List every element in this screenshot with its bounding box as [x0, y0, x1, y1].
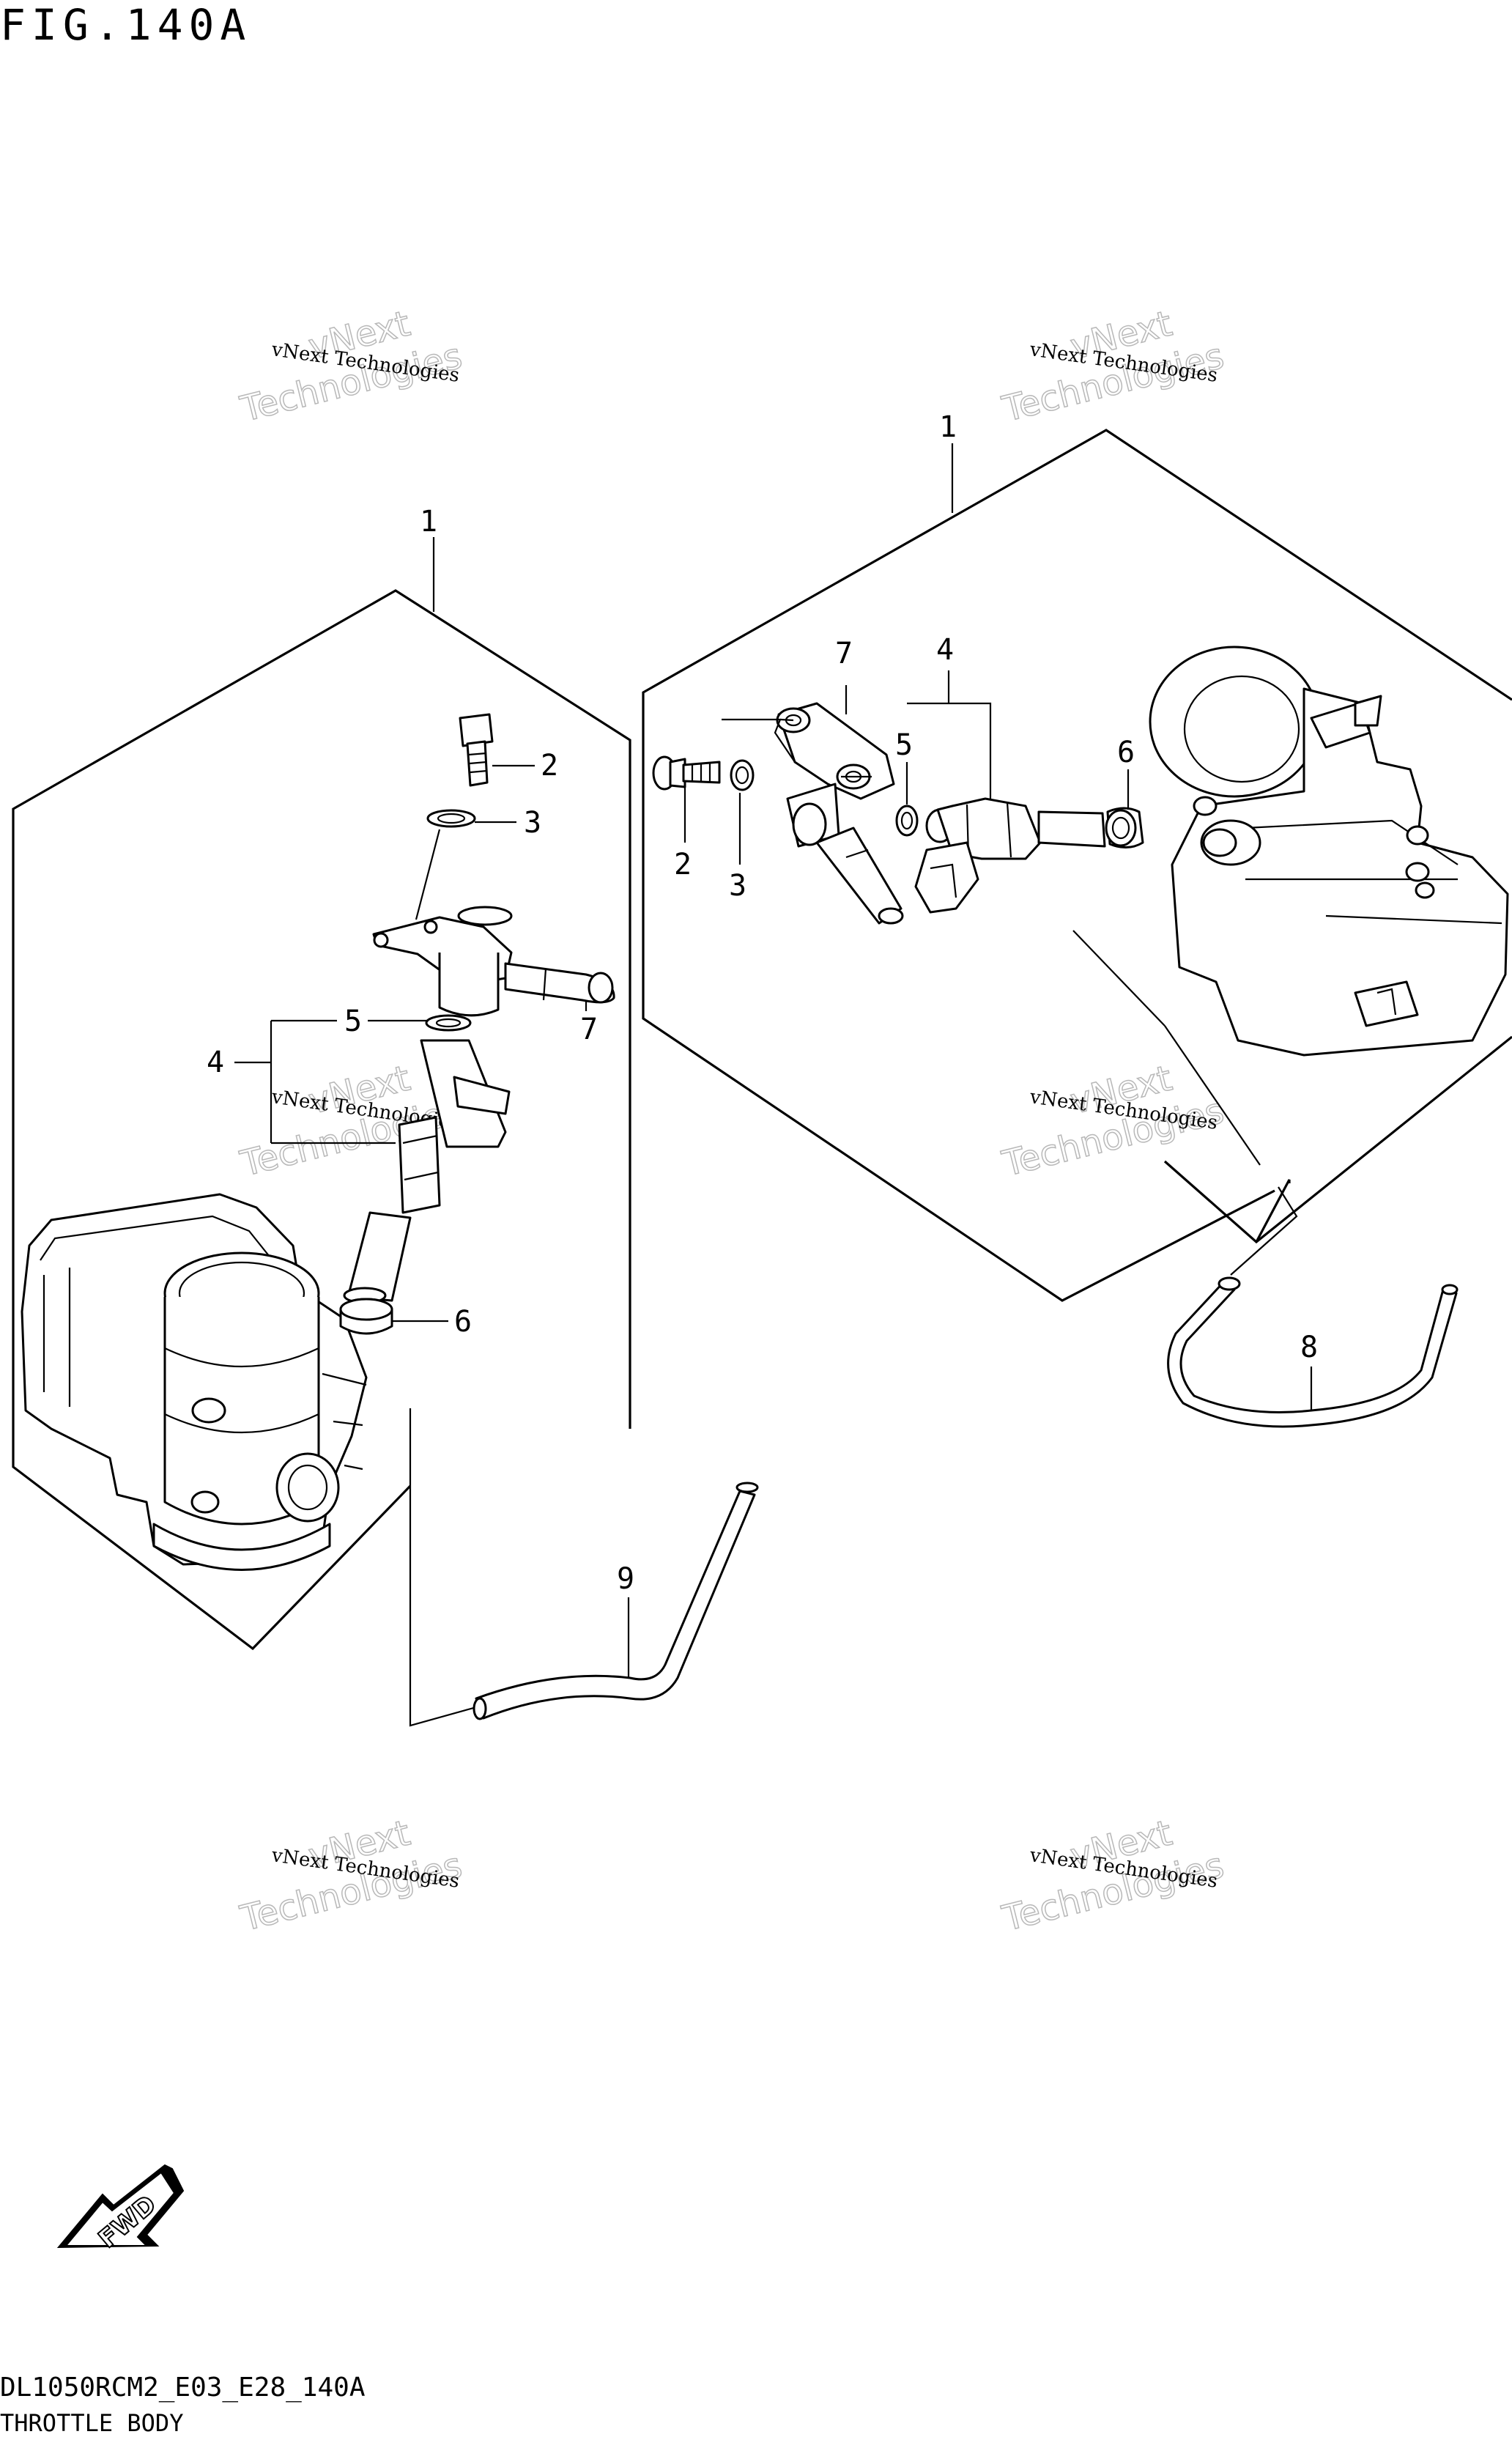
callout-left-pipe: 7: [580, 1013, 598, 1046]
left-washer: 3: [415, 806, 541, 920]
callout-right-assembly: 1: [939, 410, 957, 444]
watermark: Technologies vNext vNext Technologies Te…: [236, 303, 1228, 1940]
callout-right-cushion: 6: [1117, 736, 1135, 769]
left-fuel-pipe: 7: [372, 906, 615, 1046]
callout-right-oring: 5: [895, 728, 913, 762]
left-throttle-body: [21, 1193, 368, 1571]
callout-right-pipe: 7: [835, 637, 853, 670]
model-code: DL1050RCM2_E03_E28_140A: [0, 2373, 366, 2403]
left-cushion: 6: [339, 1298, 472, 1339]
right-fuel-pipe: 7: [722, 637, 904, 925]
left-injector: 5 4: [207, 1005, 511, 1304]
right-hose: 8: [1167, 1186, 1459, 1428]
callout-left-assembly: 1: [420, 505, 437, 539]
callout-right-washer: 3: [729, 869, 746, 903]
right-screw: 2: [652, 755, 721, 881]
callout-left-hose: 9: [617, 1562, 634, 1596]
left-assembly-frame: 1: [12, 505, 631, 1651]
left-screw: 2: [459, 713, 558, 787]
callout-left-cushion: 6: [454, 1305, 472, 1339]
callout-left-oring: 5: [344, 1005, 362, 1038]
callout-right-screw: 2: [674, 848, 692, 881]
right-assembly-frame: 1: [642, 410, 1512, 1302]
figure-title: FIG.140A: [0, 0, 252, 50]
left-hose: 9: [409, 1408, 759, 1727]
callout-right-injector: 4: [936, 633, 954, 667]
right-cushion: 6: [1105, 736, 1144, 848]
right-washer: 3: [729, 759, 755, 903]
right-injector: 5 4: [895, 633, 1106, 914]
right-throttle-body: [1149, 646, 1509, 1057]
callout-left-washer: 3: [524, 806, 541, 840]
figure-caption: THROTTLE BODY: [0, 2409, 184, 2437]
fwd-arrow-icon: FWD: [56, 2164, 185, 2255]
callout-left-screw: 2: [541, 749, 558, 783]
callout-right-hose: 8: [1300, 1331, 1318, 1364]
callout-left-injector: 4: [207, 1046, 224, 1079]
